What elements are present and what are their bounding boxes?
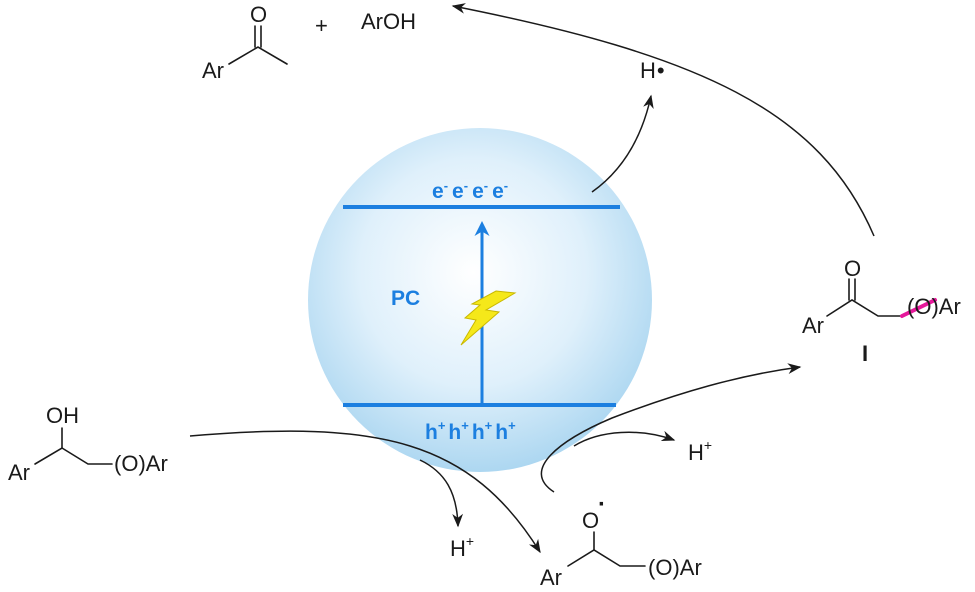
- proton-right: H+: [688, 437, 712, 465]
- hole-2-charge: +: [461, 418, 469, 433]
- electron-4-charge: -: [504, 178, 508, 193]
- intermediate-highlight-bond: [900, 298, 937, 318]
- intermediate-label: I: [862, 341, 868, 366]
- electron-1: e: [432, 180, 444, 203]
- radical-aryl: Ar: [540, 565, 562, 590]
- arrow-substrate-to-radical: [189, 430, 541, 554]
- hole-3: h: [472, 421, 485, 444]
- electron-1-charge: -: [444, 178, 448, 193]
- radical-dot: ·: [598, 491, 606, 518]
- proton-right-charge: +: [704, 437, 712, 453]
- radical-tail: (O)Ar: [648, 555, 702, 580]
- electron-4: e: [492, 180, 504, 203]
- radical-skeleton: [567, 549, 646, 567]
- arrow-proton-release-right: [573, 430, 676, 447]
- photocatalyst-sphere: PC e-e-e-e- h+h+h+h+: [308, 128, 652, 472]
- ketone-product: O Ar: [202, 2, 288, 83]
- hydrogen-radical: H•: [640, 58, 665, 83]
- intermediate-i: O Ar (O)Ar I: [802, 256, 961, 366]
- arrow-radical-to-intermediate: [540, 363, 802, 493]
- arrow-proton-release-left: [419, 459, 464, 528]
- proton-left-charge: +: [466, 533, 474, 549]
- proton-left: H+: [450, 533, 474, 561]
- substrate-hydroxyl: OH: [46, 403, 79, 428]
- ketone-skeleton: [228, 46, 288, 65]
- h-radical-symbol: H: [640, 58, 656, 83]
- radical-oxygen: O: [582, 508, 599, 533]
- vb-holes: h+h+h+h+: [425, 418, 516, 444]
- phenol-product: ArOH: [361, 9, 416, 34]
- h-radical-dot: •: [657, 58, 665, 83]
- arrow-to-h-radical: [591, 94, 654, 193]
- intermediate-skeleton: [826, 299, 903, 317]
- hole-3-charge: +: [485, 418, 493, 433]
- hole-1: h: [425, 421, 438, 444]
- plus-sign: +: [315, 13, 328, 38]
- intermediate-oxygen: O: [844, 256, 861, 281]
- hole-1-charge: +: [438, 418, 446, 433]
- lightning-bolt-icon: [460, 290, 517, 346]
- electron-2-charge: -: [464, 178, 468, 193]
- substrate-tail: (O)Ar: [114, 451, 168, 476]
- arrow-intermediate-to-products: [451, 3, 875, 237]
- cb-electrons: e-e-e-e-: [432, 178, 508, 203]
- hole-4-charge: +: [508, 418, 516, 433]
- pc-label: PC: [391, 287, 420, 310]
- ketone-oxygen: O: [250, 2, 267, 27]
- electron-2: e: [452, 180, 464, 203]
- substrate-skeleton: [34, 447, 113, 465]
- proton-left-symbol: H: [450, 536, 466, 561]
- substrate-aryl: Ar: [8, 460, 30, 485]
- ketone-aryl: Ar: [202, 58, 224, 83]
- electron-3-charge: -: [484, 178, 488, 193]
- alkoxy-radical: O · Ar (O)Ar: [540, 491, 702, 590]
- intermediate-aryl: Ar: [802, 313, 824, 338]
- proton-right-symbol: H: [688, 440, 704, 465]
- hole-2: h: [448, 421, 461, 444]
- intermediate-tail: (O)Ar: [907, 294, 961, 319]
- hole-4: h: [495, 421, 508, 444]
- electron-3: e: [472, 180, 484, 203]
- substrate: OH Ar (O)Ar: [8, 403, 168, 485]
